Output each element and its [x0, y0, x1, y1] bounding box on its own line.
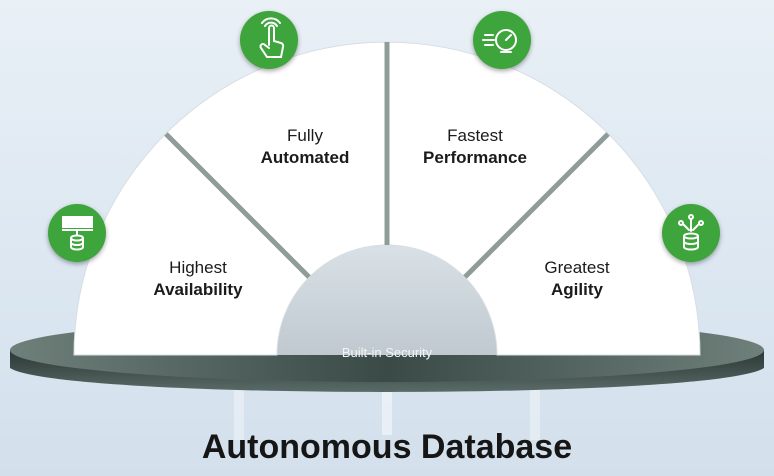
- segment-line2: Availability: [153, 280, 243, 299]
- segment-line2: Performance: [423, 148, 527, 167]
- touch-hand-icon: [240, 11, 298, 69]
- divider-line: [164, 132, 311, 279]
- server-database-icon: [48, 204, 106, 262]
- segment-line1: Fully: [287, 126, 323, 145]
- background-pillar: [530, 380, 540, 440]
- flex-database-icon: [662, 204, 720, 262]
- segment-agility-label: Greatest Agility: [497, 257, 657, 301]
- inner-arch: [277, 245, 497, 355]
- segment-line1: Fastest: [447, 126, 503, 145]
- segment-line1: Greatest: [544, 258, 610, 277]
- segment-performance-label: Fastest Performance: [395, 125, 555, 169]
- segment-line1: Highest: [169, 258, 227, 277]
- speedometer-icon: [473, 11, 531, 69]
- page-title: Autonomous Database: [201, 428, 573, 466]
- segment-line2: Automated: [260, 148, 350, 167]
- arc-panels: [73, 41, 701, 356]
- background-pillar: [234, 380, 244, 440]
- built-in-security-label: Built-in Security: [341, 345, 433, 360]
- segment-line2: Agility: [551, 280, 603, 299]
- segment-availability-label: Highest Availability: [118, 257, 278, 301]
- segment-automated-label: Fully Automated: [225, 125, 385, 169]
- divider-line: [463, 132, 610, 279]
